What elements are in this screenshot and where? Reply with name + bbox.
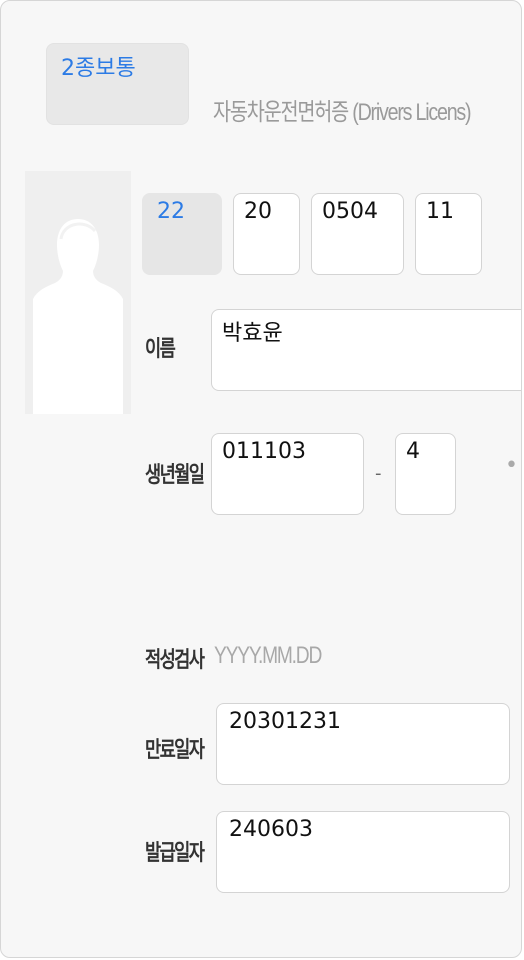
card-title: 자동차운전면허증 (Drivers Licens) bbox=[213, 99, 472, 126]
license-year-field[interactable]: 20 bbox=[233, 193, 300, 275]
expiry-label: 만료일자 bbox=[145, 737, 205, 762]
issue-field[interactable]: 240603 bbox=[216, 811, 510, 893]
name-label: 이름 bbox=[145, 336, 176, 361]
license-check-field[interactable]: 11 bbox=[415, 193, 482, 275]
aptitude-label: 적성검사 bbox=[145, 647, 205, 672]
birth-back-field[interactable]: 4 bbox=[395, 433, 456, 515]
name-field[interactable]: 박효윤 bbox=[211, 309, 521, 391]
expiry-field[interactable]: 20301231 bbox=[216, 703, 510, 785]
more-dots-icon[interactable]: •• bbox=[505, 453, 521, 478]
license-serial-field[interactable]: 0504 bbox=[311, 193, 404, 275]
aptitude-placeholder[interactable]: YYYY.MM.DD bbox=[214, 642, 322, 669]
birth-front-field[interactable]: 011103 bbox=[211, 433, 364, 515]
birth-separator: - bbox=[375, 463, 382, 484]
license-type-badge[interactable]: 2종보통 bbox=[46, 43, 189, 125]
license-region-field[interactable]: 22 bbox=[142, 193, 222, 275]
issue-label: 발급일자 bbox=[145, 840, 205, 865]
photo-placeholder[interactable] bbox=[25, 171, 131, 414]
birth-label: 생년월일 bbox=[145, 462, 205, 487]
person-silhouette-icon bbox=[33, 219, 123, 414]
